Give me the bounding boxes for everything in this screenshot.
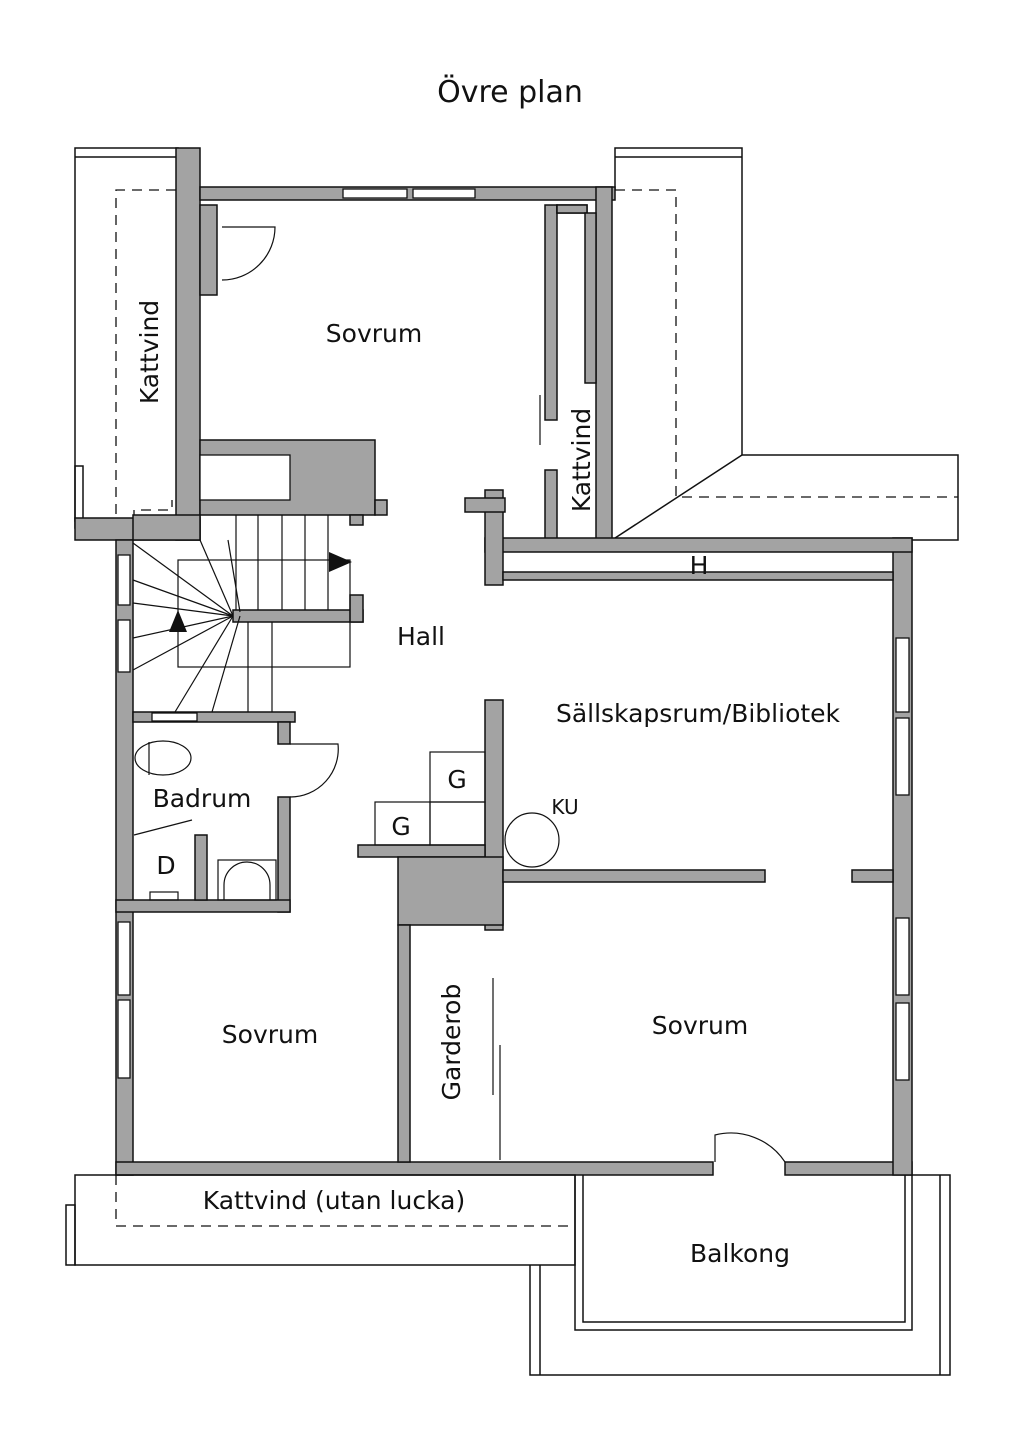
door-swing: [221, 226, 276, 281]
staircase: [132, 515, 352, 713]
windows: [117, 188, 910, 1081]
sink-icon: [217, 859, 277, 901]
plan-title: Övre plan: [437, 74, 583, 110]
label-sovrum-top: Sovrum: [326, 319, 422, 348]
label-kattvind-left: Kattvind: [135, 300, 164, 404]
bottom-areas: [65, 1174, 951, 1376]
doors: [221, 226, 786, 1163]
label-g-upper: G: [447, 765, 466, 794]
label-ku: KU: [551, 795, 578, 819]
label-sovrum-right: Sovrum: [652, 1011, 748, 1040]
door-swing: [289, 743, 339, 798]
label-kattvind-right: Kattvind: [567, 408, 596, 512]
label-h: H: [690, 551, 709, 580]
dryer-icon: [149, 891, 179, 901]
label-hall: Hall: [397, 622, 445, 651]
label-sallskapsrum: Sällskapsrum/Bibliotek: [556, 699, 841, 728]
label-garderob: Garderob: [437, 984, 466, 1101]
label-d: D: [156, 851, 175, 880]
kattvind-right-area: [611, 147, 959, 541]
label-kattvind-bottom: Kattvind (utan lucka): [203, 1186, 465, 1215]
bathroom-fixtures: [133, 740, 277, 901]
shower-rod-icon: [133, 819, 193, 836]
door-swing: [714, 1132, 786, 1163]
toilet-icon: [134, 740, 192, 776]
label-sovrum-left: Sovrum: [222, 1020, 318, 1049]
stair-arrow-icon: [169, 610, 187, 632]
stair-arrow-icon: [329, 552, 352, 572]
label-g-lower: G: [391, 812, 410, 841]
ku-circle: [504, 812, 560, 868]
storage: [374, 751, 560, 868]
label-badrum: Badrum: [153, 784, 252, 813]
label-balkong: Balkong: [690, 1239, 790, 1268]
